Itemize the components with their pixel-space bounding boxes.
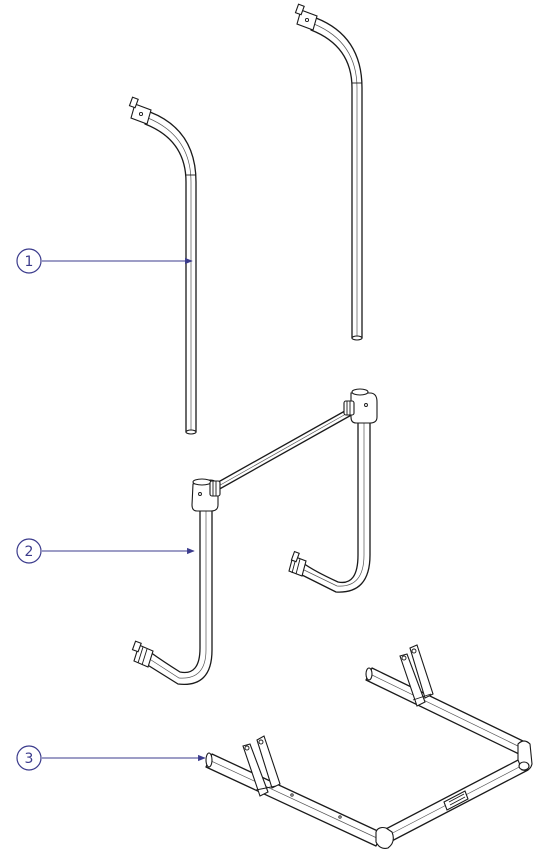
callout-3-label: 3: [25, 751, 34, 767]
callout-2: 2: [16, 538, 195, 564]
base-frame: [205, 644, 533, 849]
callout-2-label: 2: [25, 544, 34, 560]
callout-3: 3: [16, 745, 206, 771]
callout-1-label: 1: [25, 254, 34, 270]
base-rail-front-label-plate: [443, 790, 469, 811]
upright-tube-left-end-fitting: [128, 96, 152, 125]
base-corner-cap-front: [375, 826, 394, 849]
callout-1: 1: [16, 248, 193, 274]
j-leg-left: [131, 478, 221, 686]
elbow-joint-left: [191, 478, 221, 512]
base-rail-front: [379, 757, 529, 845]
base-rail-left: [205, 752, 383, 847]
mounting-bracket-left: [242, 735, 281, 797]
base-rail-right: [365, 667, 526, 755]
j-leg-left-foot-fitting: [131, 640, 154, 668]
j-leg-right: [288, 388, 378, 593]
base-corner-cap-right: [517, 740, 533, 771]
upright-tube-right: [294, 3, 363, 341]
upright-tube-left: [128, 96, 197, 435]
upright-tube-right-end-fitting: [294, 3, 318, 31]
j-frame-assembly: [131, 388, 378, 686]
mounting-bracket-right: [399, 644, 434, 707]
elbow-joint-right: [343, 388, 378, 424]
cross-bar: [212, 406, 356, 492]
j-leg-right-foot-fitting: [288, 550, 307, 577]
